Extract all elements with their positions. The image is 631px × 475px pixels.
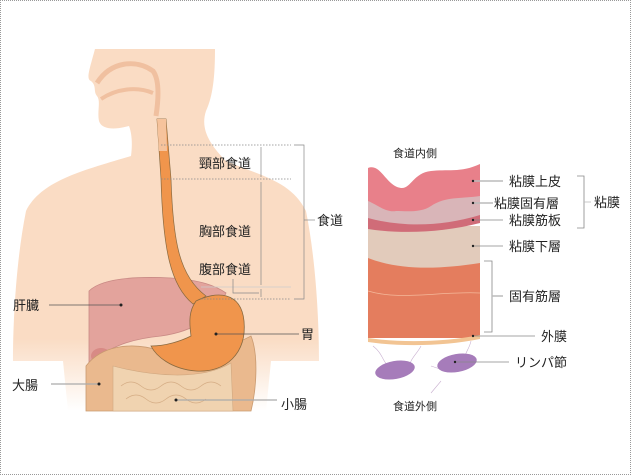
label-muscularis-propria: 固有筋層	[509, 289, 561, 305]
esophagus-section-guides	[161, 144, 315, 300]
label-mucosa: 粘膜	[594, 196, 620, 211]
layer-adventitia	[368, 335, 480, 346]
label-cervical-esophagus: 頸部食道	[199, 156, 251, 172]
label-liver: 肝臓	[13, 299, 39, 314]
label-submucosa: 粘膜下層	[509, 240, 561, 255]
layer-leaders	[455, 175, 591, 363]
label-esophagus-outside: 食道外側	[393, 399, 437, 413]
lymph-node	[375, 360, 415, 380]
label-lamina-propria: 粘膜固有層	[494, 197, 559, 212]
lymph-node	[437, 353, 477, 373]
organ-leaders	[49, 304, 299, 401]
label-abdominal-esophagus: 腹部食道	[199, 262, 251, 278]
organ-leader-dots	[97, 303, 218, 402]
stomach	[150, 294, 245, 372]
esophagus	[156, 118, 207, 305]
label-small-intestine: 小腸	[281, 398, 307, 413]
layer-epithelium	[368, 164, 480, 212]
label-epithelium: 粘膜上皮	[509, 175, 561, 190]
label-esophagus: 食道	[317, 213, 343, 229]
esophageal-wall-cross-section	[367, 164, 481, 394]
layer-muscularis-propria	[368, 256, 480, 338]
label-esophagus-inside: 食道内側	[393, 146, 437, 160]
label-large-intestine: 大腸	[12, 379, 38, 394]
layer-leader-dots	[453, 179, 475, 364]
label-muscularis-mucosae: 粘膜筋板	[509, 213, 561, 229]
label-thoracic-esophagus: 胸部食道	[199, 224, 251, 240]
layer-submucosa	[368, 226, 480, 268]
label-adventitia: 外膜	[541, 330, 567, 345]
label-stomach: 胃	[301, 328, 314, 343]
label-lymph-node: リンパ節	[515, 356, 567, 371]
